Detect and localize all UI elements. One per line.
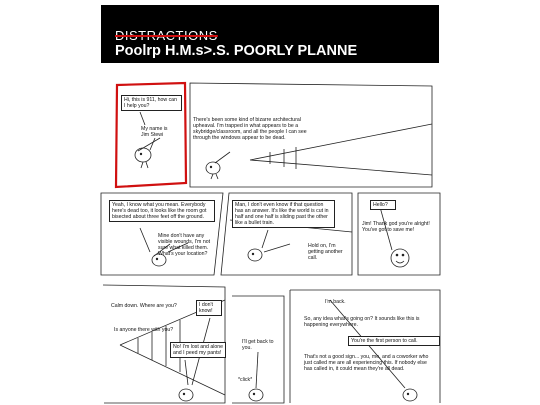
panel-5-border: [357, 192, 441, 276]
p6-dont-know-bubble: I don't know!: [196, 300, 222, 316]
panel-1-border: [114, 81, 188, 189]
strike-title: DISTRACTIONS: [115, 28, 218, 43]
p8-operator-text: So, any idea what's going on? It sounds …: [304, 316, 420, 328]
panel-8-border: [289, 289, 441, 403]
p8-caller2-text: That's not a good sign... you, me, and a…: [304, 354, 429, 372]
p3-caller-text: Mine don't have any visible wounds, I'm …: [158, 233, 211, 257]
p2-caller-text: There's been some kind of bizarre archit…: [193, 117, 307, 141]
p5-caller-text: Jim! Thank god you're alright! You've go…: [362, 221, 430, 233]
p3-operator-bubble: Yeah, I know what you mean. Everybody he…: [109, 200, 215, 222]
character-operator-p3: [151, 243, 171, 267]
comic-title: Poolrp H.M.s>.S. POORLY PLANNE: [115, 43, 358, 59]
p8-caller-text: I'm back.: [325, 299, 346, 305]
character-p6: [178, 388, 194, 402]
p6-operator2-text: Is anyone there with you?: [114, 327, 174, 333]
panel-7-border: [232, 295, 285, 404]
character-jim-p2: [205, 161, 221, 180]
p7-caller-text: I'll get back to you.: [242, 339, 274, 351]
p5-hello-bubble: Hello?: [370, 200, 396, 210]
p1-caller-text: My name is Jim Stewi: [141, 126, 168, 138]
character-jim-p1: [134, 137, 161, 169]
panel-2-border: [189, 82, 433, 188]
panel-3-border: [100, 192, 224, 276]
p8-operator2-bubble: You're the first person to call.: [348, 336, 440, 346]
character-p7: [248, 388, 264, 402]
p1-operator-bubble: Hi, this is 911, how can I help you?: [121, 95, 182, 111]
character-face-p5: [390, 248, 410, 268]
panel-4-border: [220, 192, 353, 276]
p6-caller2-bubble: No! I'm lost and alone and I peed my pan…: [170, 342, 226, 358]
p4-caller-text: Hold on, I'm getting another call.: [308, 243, 343, 261]
p7-click-sfx: *click*: [238, 377, 253, 383]
character-p8: [402, 388, 418, 402]
p6-operator-text: Calm down. Where are you?: [111, 303, 177, 309]
character-p4: [247, 248, 263, 262]
comic-header: DISTRACTIONS Poolrp H.M.s>.S. POORLY PLA…: [101, 5, 439, 63]
p4-operator-bubble: Man, I don't even know if that question …: [232, 200, 335, 228]
